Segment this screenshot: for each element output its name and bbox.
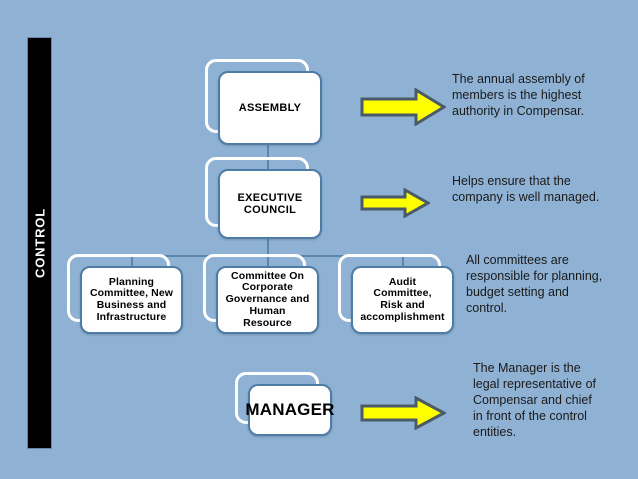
connector-bus-to-governance <box>267 255 269 271</box>
note-executive: Helps ensure that the company is well ma… <box>452 174 600 204</box>
connector-bus-to-audit <box>402 255 404 271</box>
node-governance-committee-label: Committee On Corporate Governance and Hu… <box>225 269 310 329</box>
node-manager-label: MANAGER <box>245 400 335 420</box>
node-executive-council-label: EXECUTIVE COUNCIL <box>237 191 303 216</box>
node-audit-committee-label: Audit Committee, Risk and accomplishment <box>360 275 445 323</box>
connector-bus-to-planning <box>131 255 133 271</box>
node-planning-committee[interactable]: Planning Committee, New Business and Inf… <box>67 254 183 334</box>
node-planning-committee-label: Planning Committee, New Business and Inf… <box>89 275 174 323</box>
connector-executive-down <box>267 238 269 256</box>
node-planning-committee-card[interactable]: Planning Committee, New Business and Inf… <box>80 266 183 334</box>
node-audit-committee[interactable]: Audit Committee, Risk and accomplishment <box>338 254 454 334</box>
node-assembly-label: ASSEMBLY <box>238 101 302 114</box>
node-assembly[interactable]: ASSEMBLY <box>205 59 322 145</box>
node-manager-card[interactable]: MANAGER <box>245 384 335 436</box>
arrow-executive-icon <box>360 188 430 218</box>
arrow-assembly-icon <box>360 88 446 126</box>
arrow-manager-icon <box>360 396 446 430</box>
note-manager: The Manager is the legal representative … <box>473 361 596 439</box>
control-band <box>27 37 52 449</box>
node-governance-committee[interactable]: Committee On Corporate Governance and Hu… <box>203 254 319 334</box>
node-executive-council-card[interactable]: EXECUTIVE COUNCIL <box>218 169 322 239</box>
node-executive-council[interactable]: EXECUTIVE COUNCIL <box>205 157 322 239</box>
control-label-wrapper: CONTROL <box>27 37 52 449</box>
node-manager[interactable]: MANAGER <box>235 372 335 436</box>
node-audit-committee-card[interactable]: Audit Committee, Risk and accomplishment <box>351 266 454 334</box>
control-label: CONTROL <box>32 208 47 278</box>
note-committees: All committees are responsible for plann… <box>466 253 603 315</box>
node-assembly-card[interactable]: ASSEMBLY <box>218 71 322 145</box>
node-governance-committee-card[interactable]: Committee On Corporate Governance and Hu… <box>216 266 319 334</box>
note-assembly: The annual assembly of members is the hi… <box>452 72 585 118</box>
